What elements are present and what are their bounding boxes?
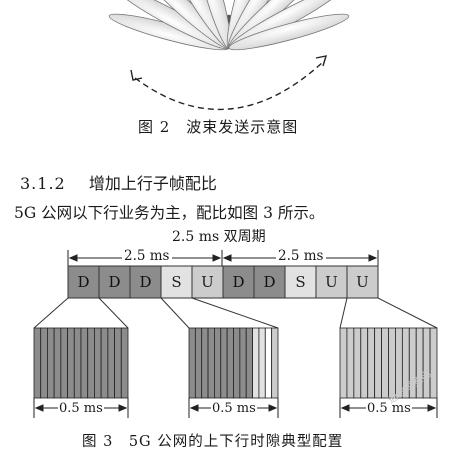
slot-label-10: U <box>356 273 369 291</box>
symbol <box>271 327 279 399</box>
slot-label-6: D <box>232 273 245 291</box>
slot-label-7: D <box>263 273 276 291</box>
symbol <box>188 327 196 399</box>
scan-arrow-icon <box>315 55 328 67</box>
symbol <box>87 327 95 399</box>
slot-label-3: D <box>139 273 152 291</box>
period-label-2: 2.5 ms <box>276 248 326 264</box>
period-title: 2.5 ms 双周期 <box>172 229 266 245</box>
symbol <box>226 327 234 399</box>
symbol <box>346 327 355 399</box>
zoom-block-uplink <box>339 327 438 399</box>
slot-label-4: S <box>171 273 182 291</box>
symbol <box>233 327 241 399</box>
symbol <box>374 327 382 399</box>
symbol <box>360 327 369 399</box>
symbol <box>60 327 68 399</box>
symbol <box>258 327 266 399</box>
symbol <box>194 327 203 399</box>
symbol <box>245 327 253 399</box>
symbol <box>264 327 273 399</box>
symbol <box>339 327 348 399</box>
scan-arrow-left-icon <box>130 69 143 81</box>
figure-2-caption: 图 2 波束发送示意图 <box>138 118 299 136</box>
beam-diagram <box>108 0 350 111</box>
scan-arc <box>134 61 324 111</box>
slot-label-5: U <box>201 273 214 291</box>
zoom-label-1: 0.5 ms <box>58 401 104 416</box>
symbol <box>107 327 115 399</box>
slot-label-1: D <box>77 273 90 291</box>
section-heading: 3.1.2 增加上行子帧配比 <box>20 170 217 194</box>
symbol <box>220 327 228 399</box>
period-label-1: 2.5 ms <box>122 248 172 264</box>
body-paragraph: 5G 公网以下行业务为主，配比如图 3 所示。 <box>14 204 325 222</box>
zoom-label-2: 0.5 ms <box>211 401 257 416</box>
symbol <box>367 327 376 399</box>
symbol <box>40 327 48 399</box>
slot-label-8: S <box>295 273 306 291</box>
symbol <box>252 327 260 399</box>
symbol <box>353 327 362 399</box>
zoom-block-special <box>188 327 279 399</box>
symbol <box>239 327 247 399</box>
symbol <box>80 327 89 399</box>
zoom-block-downlink <box>33 327 129 399</box>
symbol <box>53 327 62 399</box>
symbol <box>120 327 129 399</box>
zoom-label-3: 0.5 ms <box>366 401 412 416</box>
symbol <box>33 327 42 399</box>
slot-label-9: U <box>325 273 338 291</box>
section-title: 增加上行子帧配比 <box>88 174 217 193</box>
symbol <box>67 327 75 399</box>
symbol <box>73 327 82 399</box>
symbol <box>381 327 389 399</box>
section-number: 3.1.2 <box>20 174 66 193</box>
symbol <box>214 327 222 399</box>
figure-3-caption: 图 3 5G 公网的上下行时隙典型配置 <box>82 434 344 450</box>
symbol <box>94 327 102 399</box>
symbol <box>47 327 55 399</box>
symbol <box>207 327 215 399</box>
symbol <box>100 327 109 399</box>
symbol <box>429 327 438 399</box>
symbol <box>114 327 122 399</box>
symbol <box>201 327 209 399</box>
symbol <box>422 327 431 399</box>
slot-label-2: D <box>108 273 121 291</box>
beam-lobes <box>108 0 350 51</box>
